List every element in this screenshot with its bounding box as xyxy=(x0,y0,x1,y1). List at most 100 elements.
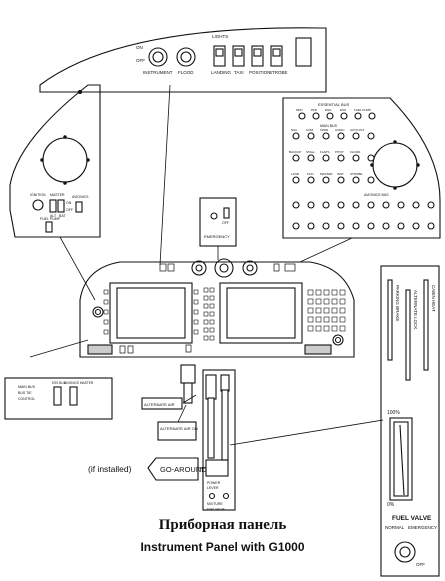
pfd-softkeys[interactable] xyxy=(103,289,199,335)
figure-title-ru: Приборная панель xyxy=(158,517,287,533)
fuel-valve-off: OFF xyxy=(416,562,425,567)
fuel-valve-console-label: FUEL VALVE xyxy=(207,507,225,511)
flood-knob[interactable] xyxy=(176,47,196,67)
lights-header: LIGHTS xyxy=(212,34,228,39)
pfd-knob[interactable] xyxy=(92,306,104,318)
left-on-label: ON xyxy=(66,201,72,205)
mfd-display xyxy=(219,282,303,344)
mfd-keypad[interactable] xyxy=(307,289,346,332)
power-lever[interactable] xyxy=(205,374,217,459)
left-placard xyxy=(87,344,113,355)
main-bus-breakers xyxy=(292,132,375,184)
left-avionics-label: AVIONICS xyxy=(72,195,89,199)
left-master-label: MASTER xyxy=(50,193,65,197)
knob-off-label: OFF xyxy=(136,58,145,63)
breaker-row2-a: NAV xyxy=(291,128,297,132)
left-bat-label: BAT xyxy=(59,214,66,218)
ignition-switch[interactable] xyxy=(32,199,44,211)
lower-left-label-1: MAIN BUS xyxy=(18,385,36,389)
main-instrument-panel xyxy=(79,258,355,358)
breaker-row4-e: STROBE xyxy=(350,172,362,176)
center-button-column[interactable] xyxy=(203,287,215,341)
flood-label: FLOOD xyxy=(178,70,194,75)
essential-bus-breakers xyxy=(298,112,376,120)
right-control-column xyxy=(380,265,440,577)
fuel-valve-normal: NORMAL xyxy=(385,525,405,530)
cabin-heat-slot[interactable] xyxy=(423,279,429,371)
master-alt-switch[interactable] xyxy=(49,199,57,213)
alternate-air-on-callout xyxy=(157,421,197,441)
fuel-valve-knob[interactable] xyxy=(394,541,416,563)
left-ignition-label: IGNITION xyxy=(30,193,46,197)
emergency-switch[interactable] xyxy=(223,207,230,219)
left-fuel-pump-label: FUEL PUMP xyxy=(40,217,61,221)
avionics-bus-breakers xyxy=(292,201,435,230)
alternate-air-knob[interactable] xyxy=(180,364,196,404)
fuel-valve-emergency: EMERGENCY xyxy=(408,525,437,530)
lower-left-label-5: AVIONICS MASTER xyxy=(64,381,94,385)
figure-title-en: Instrument Panel with G1000 xyxy=(140,540,305,554)
avionics-master-switch[interactable] xyxy=(69,386,78,406)
parking-brake-slot[interactable] xyxy=(387,279,393,361)
right-placard xyxy=(304,344,332,355)
avionics-switch[interactable] xyxy=(75,201,83,213)
fuel-pump-switch[interactable] xyxy=(45,221,53,233)
breaker-row1-d: ESS xyxy=(340,108,346,112)
go-around-button[interactable] xyxy=(205,459,229,477)
avionics-bus-header: AVIONICS BUS xyxy=(364,193,389,197)
pct-100-label: 100% xyxy=(387,410,400,416)
breaker-row2-b: COM xyxy=(306,128,314,132)
alternate-lock-slot[interactable] xyxy=(405,289,411,381)
breaker-row3-a: BACKUP xyxy=(289,150,301,154)
lights-indicator-window xyxy=(295,37,312,67)
fuel-valve-header: FUEL VALVE xyxy=(392,515,432,522)
breaker-row2-c: XPDR xyxy=(320,128,329,132)
lower-left-panel xyxy=(4,377,113,420)
breaker-row2-e: AUTO PLT xyxy=(350,128,365,132)
mfd-knob[interactable] xyxy=(332,334,344,346)
if-installed-text: (if installed) xyxy=(88,464,132,474)
lower-panel-switches[interactable] xyxy=(119,344,192,354)
circuit-breaker-panel xyxy=(282,97,441,239)
knob-on-label: ON xyxy=(136,45,143,50)
taxi-switch[interactable] xyxy=(232,45,245,67)
bus-tie-switch[interactable] xyxy=(53,386,62,406)
breaker-grid xyxy=(292,112,435,230)
console-lower-knobs[interactable] xyxy=(208,492,230,500)
leader-lines xyxy=(29,84,384,446)
master-bat-switch[interactable] xyxy=(57,199,65,213)
breaker-row2-d: AUDIO xyxy=(335,128,345,132)
breaker-row3-c: FLAPS xyxy=(320,150,330,154)
breaker-row3-b: STALL xyxy=(306,150,315,154)
breaker-row3-d: PITOT xyxy=(335,150,344,154)
cabin-heat-label: CABIN HEAT xyxy=(431,285,436,312)
left-panel-gauge-hole xyxy=(42,137,88,183)
lower-left-label-2: BUS TIE xyxy=(18,391,32,395)
breaker-row4-a: LAND xyxy=(291,172,300,176)
center-console xyxy=(180,364,236,511)
mixture-lever[interactable] xyxy=(220,374,230,461)
go-around-text: GO-AROUND xyxy=(160,465,207,474)
position-switch[interactable] xyxy=(251,45,264,67)
position-label: POSITION xyxy=(249,70,271,75)
strobe-switch[interactable] xyxy=(270,45,283,67)
emergency-knob[interactable] xyxy=(210,212,218,220)
panel-switch-row[interactable] xyxy=(159,263,296,272)
breaker-row1-a: MFD xyxy=(296,108,303,112)
landing-switch[interactable] xyxy=(213,45,226,67)
breaker-row1-e: FUEL PUMP xyxy=(354,108,371,112)
alternate-air-on-text: ALTERNATE AIR ON xyxy=(160,426,198,431)
instrument-knob[interactable] xyxy=(148,47,168,67)
lower-left-label-3: CONTROL xyxy=(18,397,35,401)
lower-left-label-4: ESS BUS xyxy=(52,381,66,385)
breaker-panel-gauge-hole xyxy=(372,142,418,188)
breaker-row4-b: TAXI xyxy=(307,172,314,176)
go-around-callout xyxy=(147,457,199,481)
main-bus-header: MAIN BUS xyxy=(320,124,338,128)
alternate-air-text: ALTERNATE AIR xyxy=(144,402,175,407)
breaker-row1-c: ENG xyxy=(325,108,332,112)
breaker-row3-e: FLOOD xyxy=(350,150,361,154)
breaker-row4-c: MASTER xyxy=(320,172,333,176)
pct-0-label: 0% xyxy=(387,502,395,508)
